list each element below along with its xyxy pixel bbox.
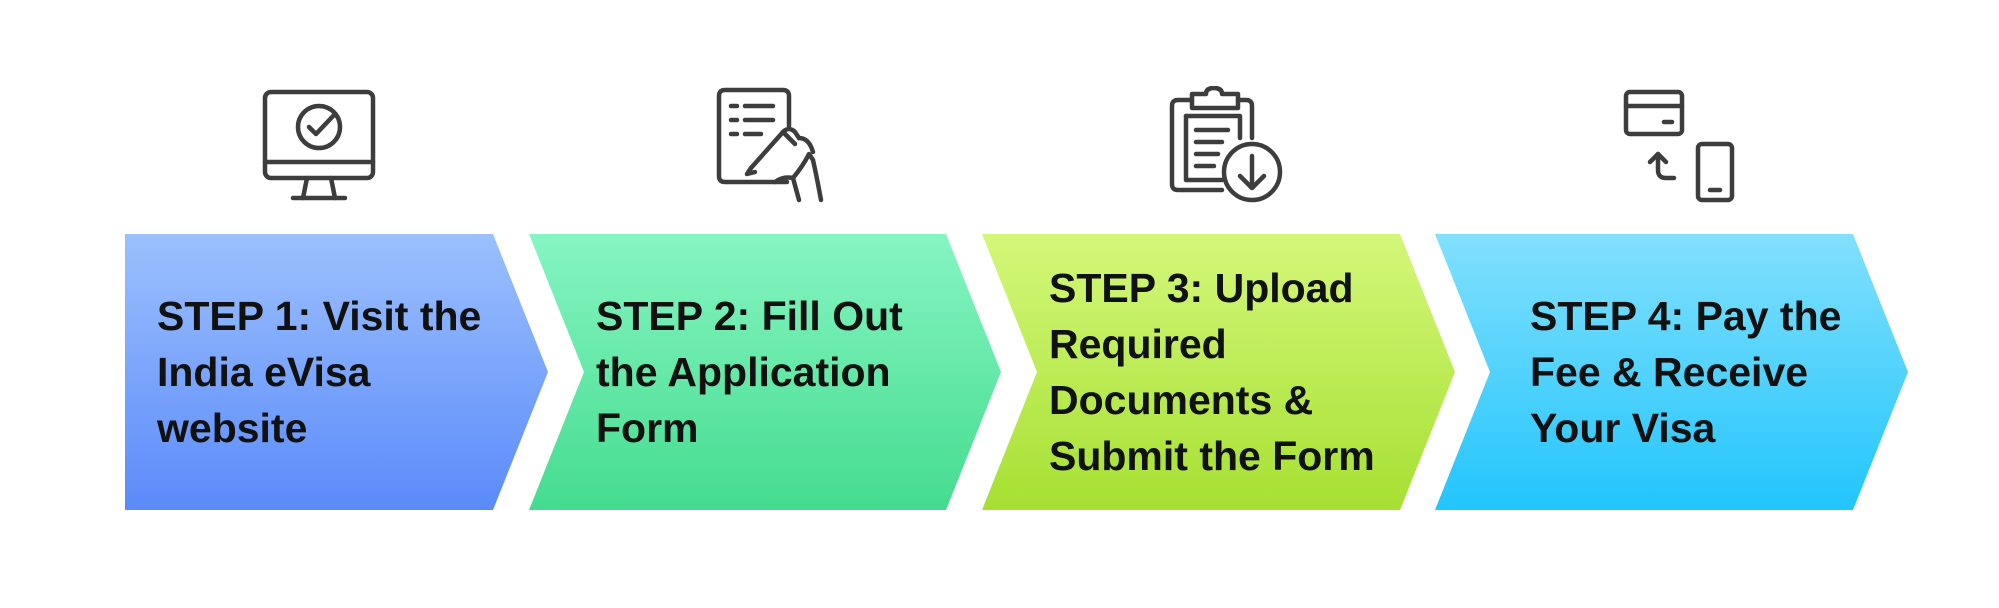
step-2-label: STEP 2: Fill Out the Application Form xyxy=(596,234,946,510)
form-signing-icon xyxy=(713,86,833,206)
step-1-label: STEP 1: Visit the India eVisa website xyxy=(157,234,497,510)
step-3-label: STEP 3: Upload Required Documents & Subm… xyxy=(1049,234,1419,510)
monitor-check-icon xyxy=(259,86,379,206)
step-2-chevron xyxy=(529,234,1001,510)
clipboard-download-icon xyxy=(1166,86,1286,206)
step-4-text: STEP 4: Pay the Fee & Receive Your Visa xyxy=(1530,293,1842,451)
card-to-phone-payment-icon xyxy=(1620,86,1740,206)
step-4-chevron xyxy=(1435,234,1908,510)
step-3-text: STEP 3: Upload Required Documents & Subm… xyxy=(1049,265,1375,479)
step-1-chevron xyxy=(125,234,548,510)
step-4-label: STEP 4: Pay the Fee & Receive Your Visa xyxy=(1530,234,1850,510)
step-2-text: STEP 2: Fill Out the Application Form xyxy=(596,293,903,451)
step-3-chevron xyxy=(982,234,1455,510)
step-1-text: STEP 1: Visit the India eVisa website xyxy=(157,293,482,451)
